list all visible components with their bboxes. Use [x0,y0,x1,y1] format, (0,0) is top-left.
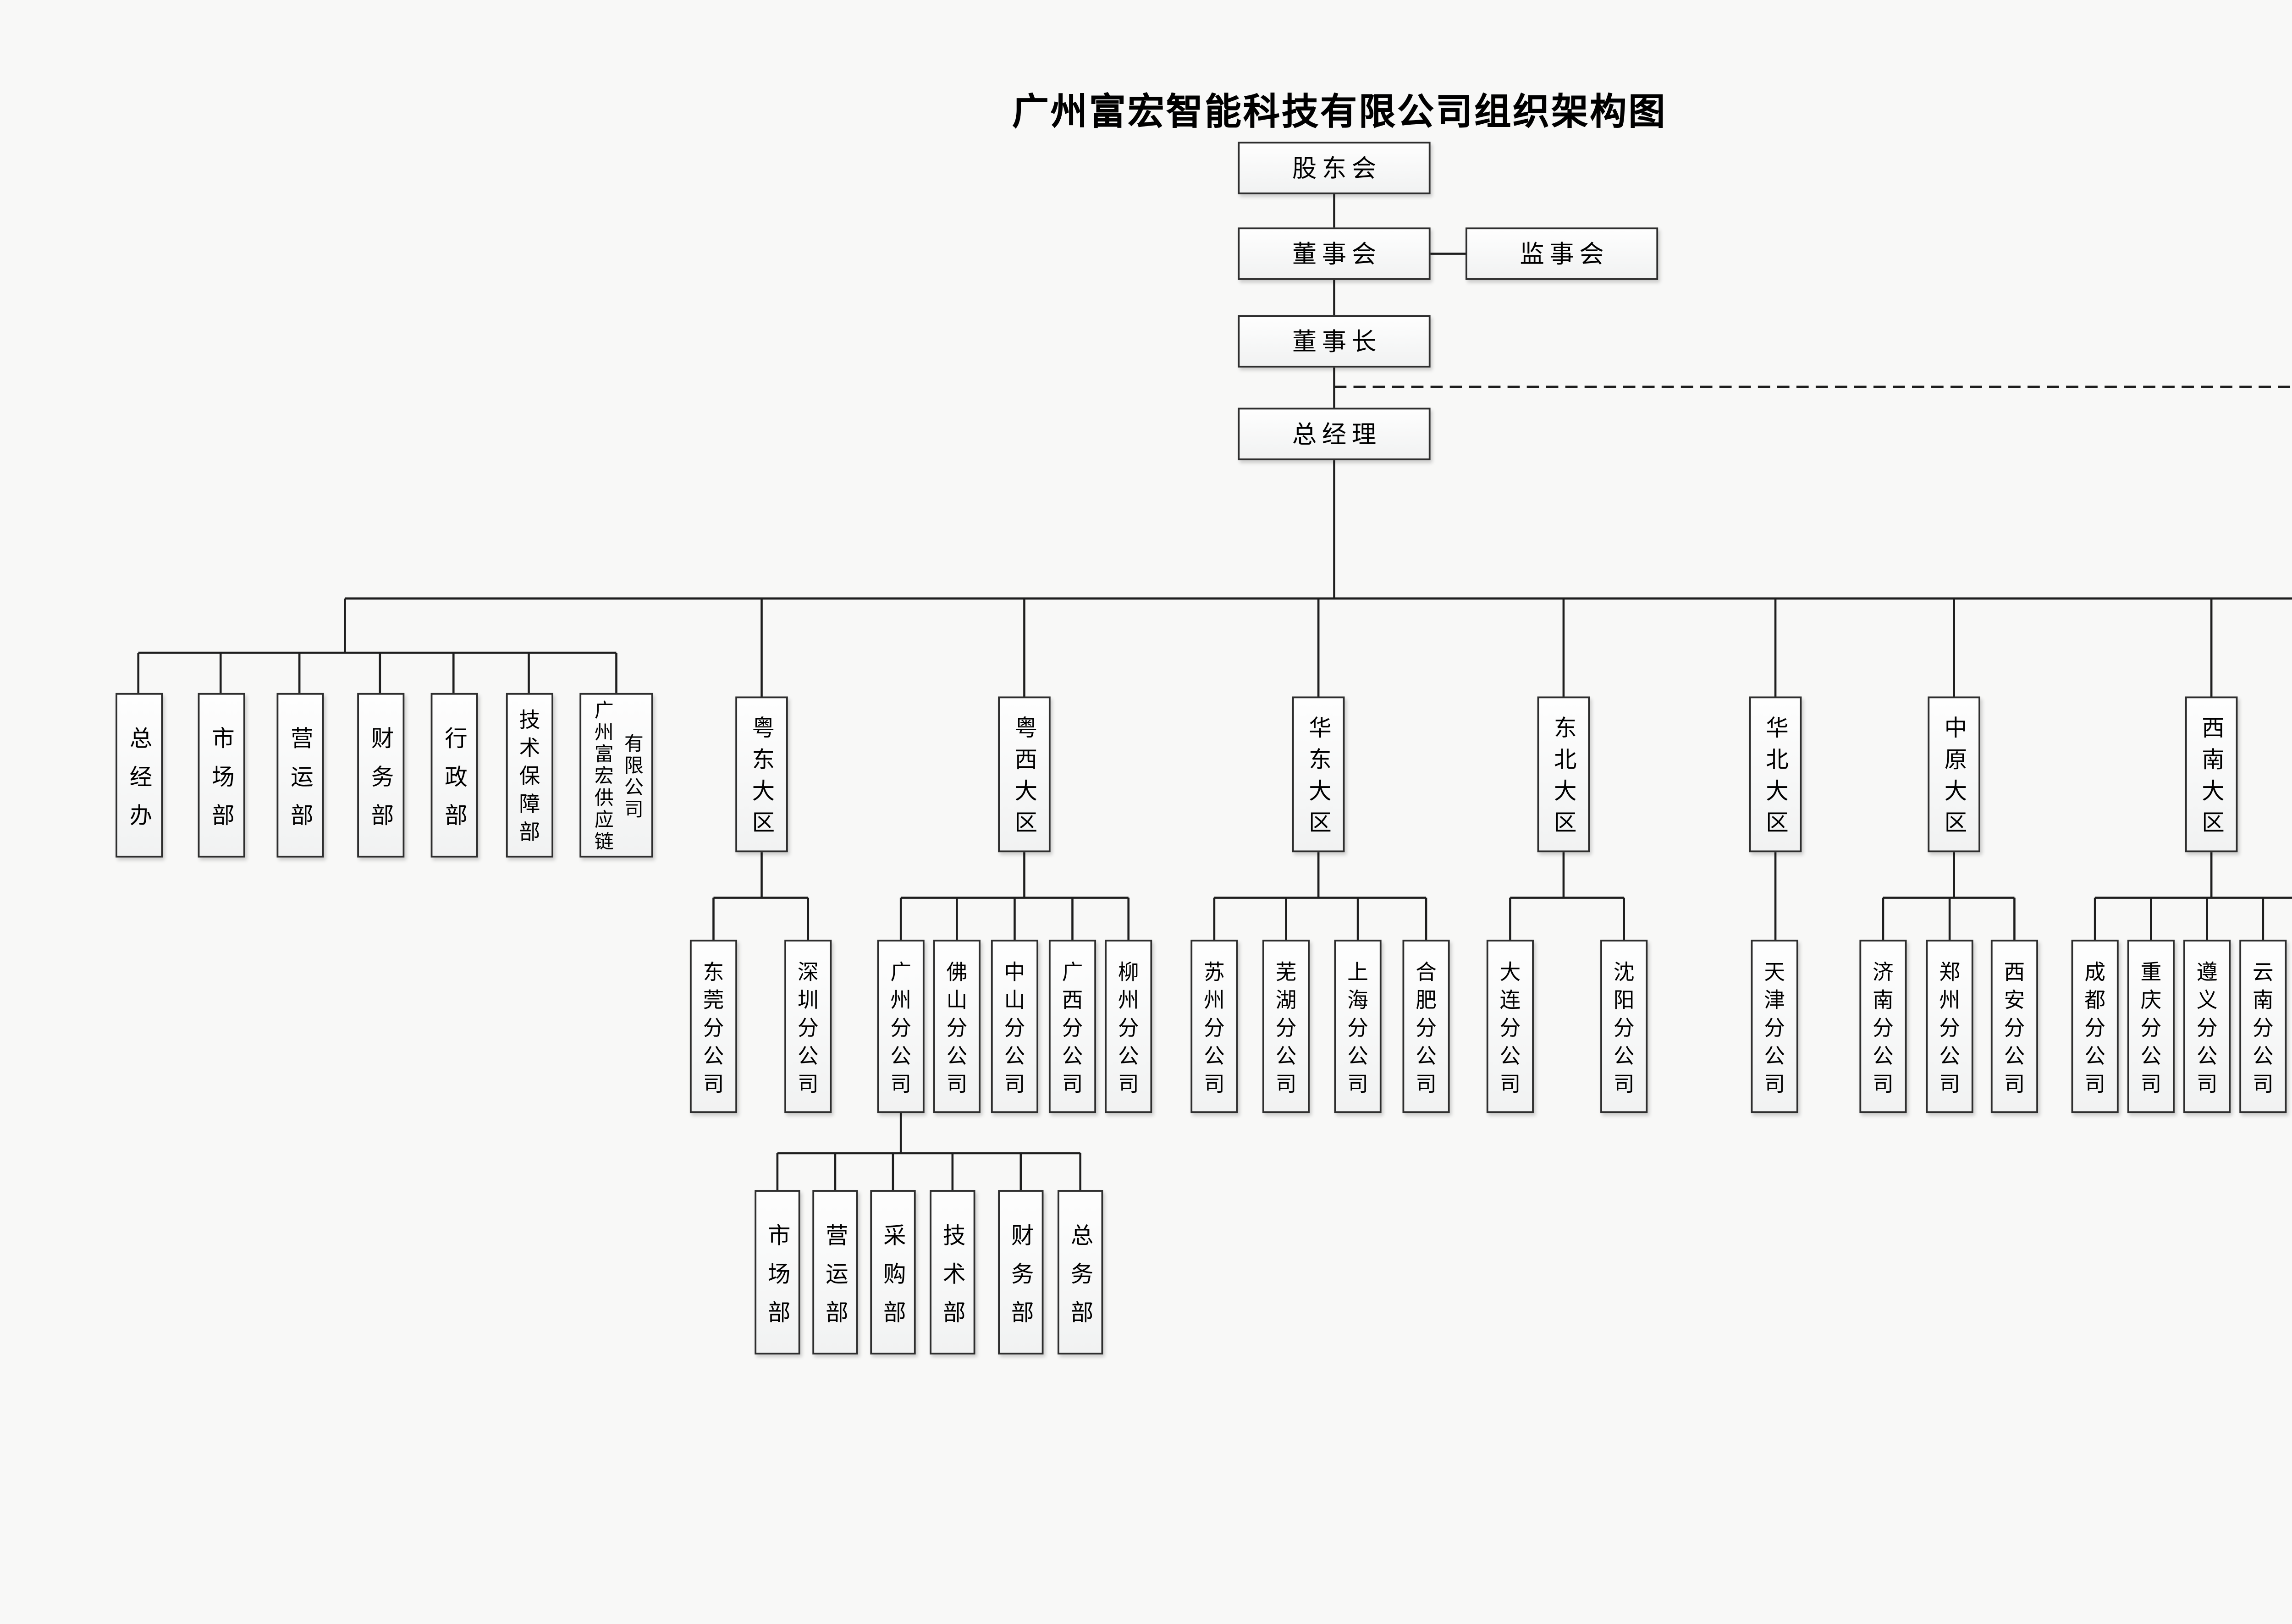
node-region-dongbei: 东北大区 [1537,696,1590,853]
node-gz-dept-technology: 技术部 [930,1190,975,1354]
node-branch-dongguan: 东莞分公司 [689,940,738,1113]
node-branch-yunnan: 云南分公司 [2239,940,2287,1113]
node-branch-hefei: 合肥分公司 [1402,940,1450,1113]
node-hq-dept-marketing: 市场部 [198,693,245,858]
node-hq-dept-administration: 行政部 [430,693,478,858]
node-branch-liuzhou: 柳州分公司 [1105,940,1152,1113]
node-branch-guangzhou: 广州分公司 [877,940,925,1113]
node-branch-shenzhen: 深圳分公司 [784,940,832,1113]
node-branch-tianjin: 天津分公司 [1751,940,1798,1113]
node-supervisory-board: 监事会 [1466,227,1658,280]
node-region-yuexi: 粤西大区 [998,696,1051,853]
node-shareholders: 股东会 [1238,142,1431,194]
node-gz-dept-general-affairs: 总务部 [1058,1190,1103,1354]
node-branch-chengdu: 成都分公司 [2071,940,2119,1113]
node-branch-jinan: 济南分公司 [1859,940,1907,1113]
node-branch-dalian: 大连分公司 [1486,940,1534,1113]
node-hq-dept-general-office: 总经办 [116,693,163,858]
node-gz-dept-procurement: 采购部 [870,1190,916,1354]
node-branch-shanghai: 上海分公司 [1334,940,1382,1113]
node-branch-suzhou: 苏州分公司 [1190,940,1238,1113]
node-branch-wuhu: 芜湖分公司 [1262,940,1310,1113]
node-region-zhongyuan: 中原大区 [1928,696,1980,853]
node-chairman: 董事长 [1238,315,1431,368]
node-branch-zhongshan: 中山分公司 [991,940,1039,1113]
node-hq-dept-finance: 财务部 [357,693,405,858]
node-hq-supply-chain-company: 广州富宏供应链有限公司 [579,693,653,858]
node-branch-xian: 西安分公司 [1990,940,2039,1113]
page-title: 广州富宏智能科技有限公司组织架构图 [1012,93,1667,133]
node-branch-guangxi: 广西分公司 [1048,940,1096,1113]
node-gz-dept-marketing: 市场部 [755,1190,800,1354]
node-branch-chongqing: 重庆分公司 [2127,940,2175,1113]
node-gz-dept-operations: 营运部 [812,1190,858,1354]
node-branch-zhengzhou: 郑州分公司 [1926,940,1973,1113]
node-region-xinan: 西南大区 [2185,696,2238,853]
node-branch-foshan: 佛山分公司 [933,940,981,1113]
node-general-manager: 总经理 [1238,407,1431,461]
node-hq-dept-operations: 营运部 [276,693,324,858]
node-board: 董事会 [1238,227,1431,280]
node-region-yuedong: 粤东大区 [735,696,788,853]
node-hq-dept-tech-support: 技术保障部 [506,693,553,858]
node-region-huabei: 华北大区 [1749,696,1802,853]
node-branch-zunyi: 遵义分公司 [2183,940,2231,1113]
node-branch-shenyang: 沈阳分公司 [1600,940,1648,1113]
node-region-huadong: 华东大区 [1292,696,1345,853]
node-gz-dept-finance: 财务部 [998,1190,1044,1354]
